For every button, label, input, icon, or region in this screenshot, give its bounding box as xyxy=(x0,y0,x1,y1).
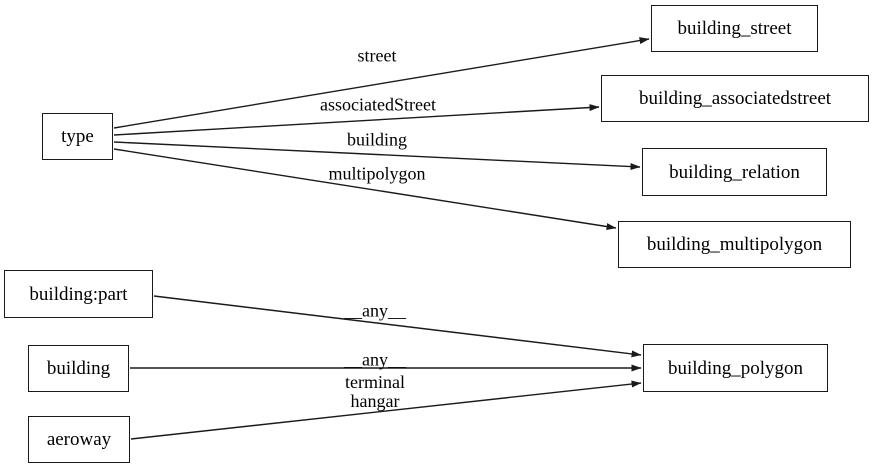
edge-aeroway-terminal xyxy=(130,380,642,440)
edge-type-street xyxy=(113,37,650,129)
node-building_part[interactable]: building:part xyxy=(4,270,153,318)
node-building_polygon[interactable]: building_polygon xyxy=(643,344,828,392)
node-building_relation[interactable]: building_relation xyxy=(642,148,827,196)
node-label: building_relation xyxy=(669,161,800,183)
node-type[interactable]: type xyxy=(42,113,113,160)
node-label: aeroway xyxy=(46,429,112,450)
node-label: building_polygon xyxy=(667,357,804,379)
edge-type-associatedstreet xyxy=(113,104,600,136)
node-building_associatedstreet[interactable]: building_associatedstreet xyxy=(601,75,869,122)
edge-lines xyxy=(113,37,650,440)
node-label: building_associatedstreet xyxy=(638,88,832,109)
edge-type-multipolygon xyxy=(113,148,617,230)
edge-label-type-associatedstreet: associatedStreet xyxy=(320,94,436,115)
edge-label-aeroway-terminal: terminal hangar xyxy=(345,372,405,411)
edge-part-any xyxy=(153,295,642,358)
edge-label-building-any: __any__ xyxy=(344,349,406,370)
node-aeroway[interactable]: aeroway xyxy=(28,416,130,463)
node-label: type xyxy=(61,126,94,147)
node-label: building_street xyxy=(677,18,792,39)
node-label: building_multipolygon xyxy=(646,234,823,255)
edge-label-type-street: street xyxy=(357,45,397,66)
edge-label-part-any: __any__ xyxy=(344,300,406,321)
node-building_multipolygon[interactable]: building_multipolygon xyxy=(618,221,851,268)
node-label: building xyxy=(46,358,111,379)
edge-label-type-building: building xyxy=(346,129,408,150)
edge-type-building xyxy=(113,141,641,171)
node-label: building:part xyxy=(29,283,128,305)
node-building[interactable]: building xyxy=(28,345,129,392)
node-building_street[interactable]: building_street xyxy=(651,5,818,52)
edge-label-type-multipolygon: multipolygon xyxy=(328,163,426,184)
